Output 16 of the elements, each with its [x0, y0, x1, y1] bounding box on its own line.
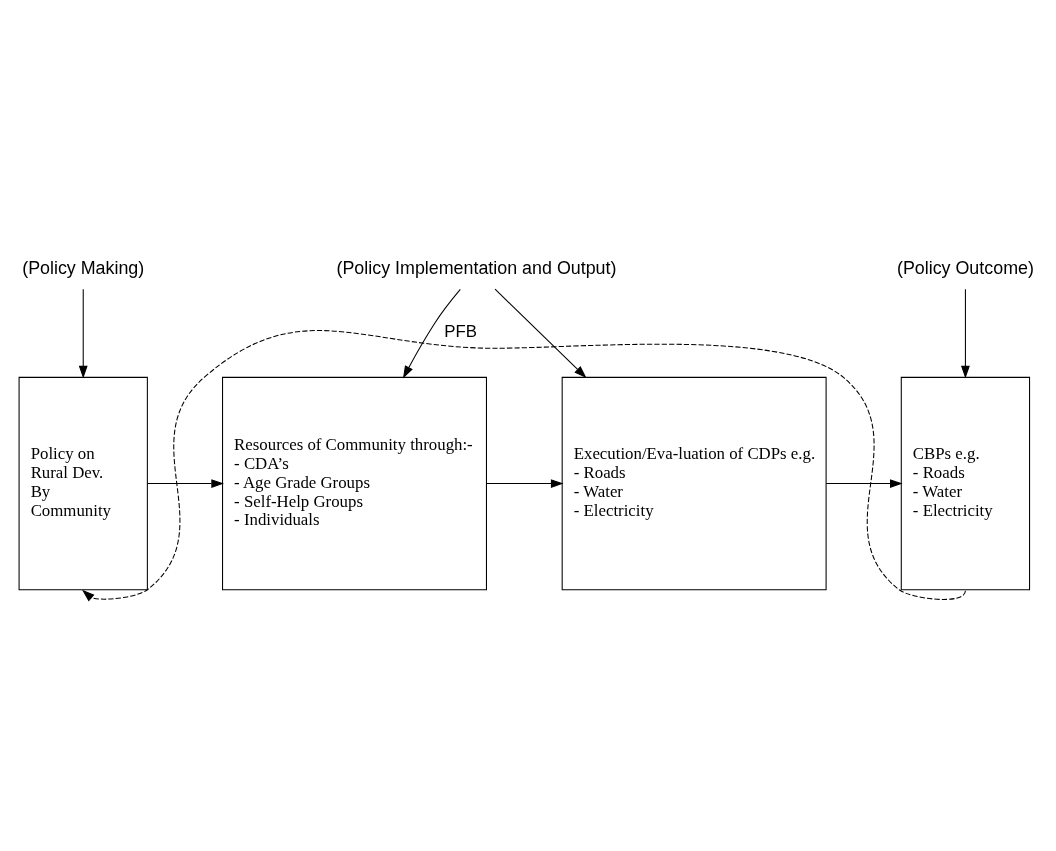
arrow	[147, 479, 224, 488]
node-box: Resources of Community through:- - CDA’s - Age Grade Groups - Self-Help Groups - Individuals	[222, 376, 487, 591]
node-text: (Policy Implementation and Output)	[336, 258, 617, 279]
node-text: (Policy Making)	[22, 258, 145, 279]
arrow	[78, 288, 88, 379]
arrow	[494, 288, 587, 378]
arrow	[825, 479, 903, 488]
node-box: Policy on Rural Dev. By Community	[18, 376, 148, 591]
edge-label: PFB	[444, 322, 478, 342]
node-box: CBPs e.g. - Roads - Water - Electricity	[900, 376, 1031, 591]
arrow	[82, 330, 966, 602]
arrow	[402, 288, 461, 379]
arrow	[961, 288, 970, 379]
node-text: (Policy Outcome)	[896, 258, 1034, 279]
arrow	[486, 479, 564, 488]
node-box: Execution/Eva-luation of CDPs e.g. - Roads - Water - Electricity	[561, 376, 827, 591]
